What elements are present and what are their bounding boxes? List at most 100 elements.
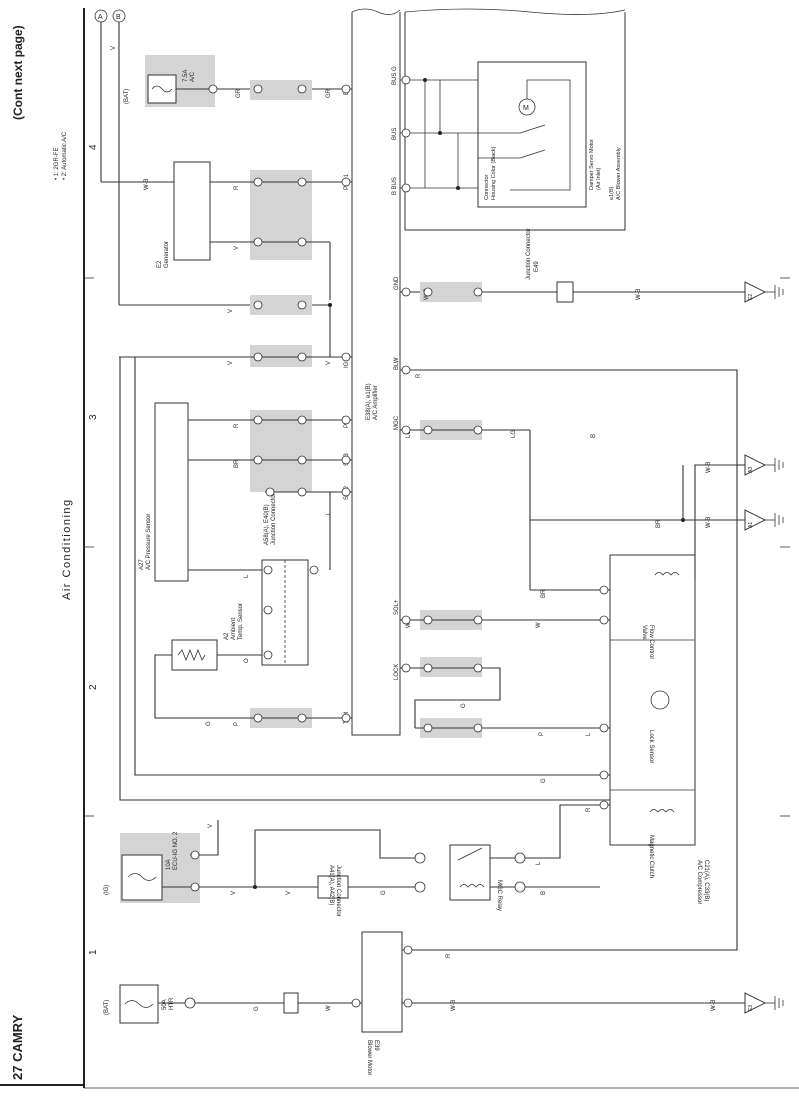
source-ig: (IG): [104, 885, 110, 895]
blower-motor-box: [361, 931, 403, 1033]
offpage-b-label: B: [116, 14, 121, 21]
connector-housing-box: [477, 61, 587, 208]
wire-color-label: W: [406, 622, 412, 628]
ground-label: A3: [748, 467, 754, 473]
relay-switch-icon: [457, 847, 483, 861]
compressor-name: A/C Compressor: [696, 860, 702, 904]
wire-color-label: P: [234, 722, 240, 726]
wire-color-label: V: [286, 891, 292, 895]
blower-motor-name: Blower Motor: [366, 1040, 372, 1075]
wire-color-label: R: [416, 373, 422, 378]
wire-color-label: V: [228, 361, 234, 365]
wire-color-label: R: [234, 185, 240, 190]
wire-color-label: R: [234, 423, 240, 428]
mgc-relay-box: [449, 844, 491, 901]
connector-pins: [190, 75, 609, 1008]
ground-a1: A1: [744, 509, 784, 531]
grid-ticks: [84, 277, 790, 817]
wire-color-label: V: [326, 361, 332, 365]
wire-color-label: BR: [541, 589, 547, 598]
amp-pin-busg: BUS G: [392, 66, 398, 85]
blower-assembly-torn-top: [404, 8, 626, 15]
thermistor-icon: [177, 648, 206, 662]
lock-sensor-icon: [650, 690, 670, 710]
bus-wiring: [400, 79, 546, 189]
conn-shade: [420, 282, 482, 302]
wire-color-label: BR: [234, 459, 240, 468]
lock-sensor-name: Lock Sensor: [648, 730, 654, 763]
wire-color-label: GR: [236, 88, 242, 98]
grid-number-4: 4: [88, 144, 99, 150]
flow-valve-coil-icon: [654, 572, 680, 576]
blower-assy-name: A/C Blower Assembly: [616, 147, 622, 200]
wire-color-label: V: [111, 46, 117, 50]
amp-pin-mgc: MGC: [394, 415, 400, 430]
generator-box: [173, 161, 211, 261]
jc-a41-name: Junction Connector: [335, 865, 341, 917]
jc-e49-name: Junction Connector: [526, 228, 532, 280]
amp-pin-bbus: B BUS: [392, 177, 398, 195]
amp-pin-lock: LOCK: [394, 664, 400, 680]
wire-color-label: V: [234, 246, 240, 250]
mgc-relay-name: MGC Relay: [496, 880, 502, 911]
amplifier-id: E38(A), e1(B): [366, 383, 372, 420]
damper-sub: (Air Inlet): [596, 168, 602, 190]
splice-dot: [456, 186, 460, 190]
mag-clutch-name: Magnetic Clutch: [648, 835, 654, 878]
wire-color-label: L: [326, 511, 332, 515]
conn-shade: [250, 345, 312, 367]
wire-color-label: G: [541, 778, 547, 783]
model-label: 27 CAMRY: [10, 1014, 25, 1080]
inline-conn-circle: [184, 997, 196, 1009]
jc-a41-id: A41(A), A42(B): [328, 865, 334, 905]
wire-gnd-a1: [529, 430, 745, 521]
relay-coil-icon: [459, 884, 485, 888]
ground-a3: A3: [744, 454, 784, 476]
amplifier-body: [351, 12, 401, 736]
wire-color-label: V: [231, 891, 237, 895]
wire-blw: [400, 369, 738, 951]
wire-relay-coil: [254, 829, 415, 887]
wire-color-label: O: [244, 658, 250, 663]
wire-color-label: L: [586, 732, 592, 736]
splice-dot: [423, 78, 427, 82]
ground-label: E2: [748, 294, 754, 300]
conn-shade: [250, 295, 312, 315]
blower-motor-id: E39: [373, 1040, 379, 1051]
wire-color-label: B: [591, 434, 597, 438]
wire-color-label: R: [446, 953, 452, 958]
wire-color-label: W-B: [451, 999, 457, 1011]
jc-e49-id: E49: [534, 261, 540, 272]
wire-color-label: G: [461, 703, 467, 708]
amp-pin-bus: BUS: [392, 128, 398, 140]
ambient-sensor-box: [171, 639, 218, 671]
ground-e2-top: E2: [744, 281, 784, 303]
wire-color-label: W-B: [711, 999, 717, 1011]
wire-color-label: W-B: [706, 516, 712, 528]
note-2: • 2: Automatic A/C: [62, 131, 68, 180]
damper-motor-icon: M: [510, 79, 571, 191]
fuse-ac-icon: [151, 85, 173, 93]
wire-color-label: W: [536, 622, 542, 628]
wire-color-label: W: [326, 1005, 332, 1011]
fuse-htr-icon: [124, 1000, 154, 1008]
offpage-a-label: A: [98, 14, 103, 21]
wire-ambient-return: [154, 654, 250, 719]
grid-number-1: 1: [88, 949, 99, 955]
ground-label: A1: [748, 522, 754, 528]
wire-color-label: R: [586, 807, 592, 812]
grid-number-3: 3: [88, 414, 99, 420]
wire-color-label: G: [381, 890, 387, 895]
fuse-ac-amp: 7.5A: [183, 70, 189, 82]
fuse-ac-box: [147, 74, 177, 104]
section-title: Air Conditioning: [61, 498, 73, 600]
jc-a41-box: [317, 875, 349, 899]
wire-color-label: B: [541, 891, 547, 895]
wire-color-label: P: [539, 732, 545, 736]
pressure-sensor-id: A27: [139, 559, 145, 570]
generator-id: E2: [157, 260, 163, 268]
wire-color-label: V: [208, 824, 214, 828]
wire-color-label: W-B: [144, 178, 150, 190]
